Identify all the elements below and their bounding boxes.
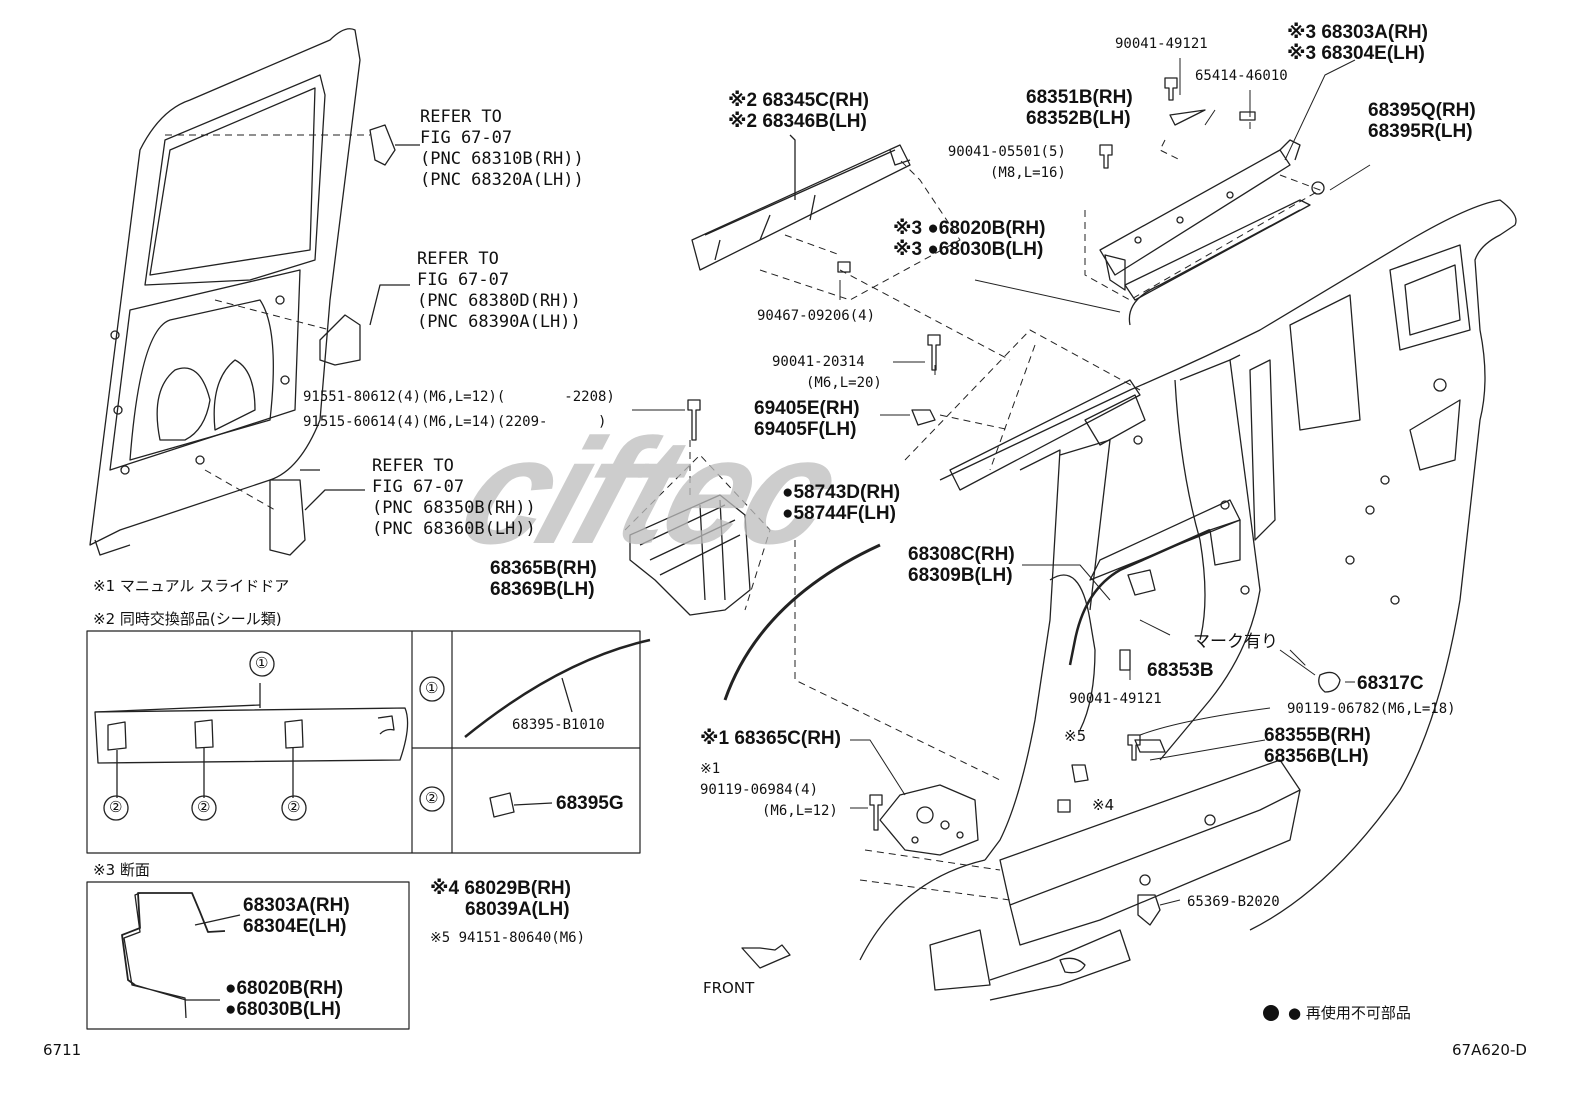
table-row-1-num: ① — [425, 679, 439, 697]
circle-num-2a: ② — [109, 798, 123, 816]
front-label: FRONT — [703, 979, 755, 997]
note-5: ※5 94151-80640(M6) — [430, 930, 586, 946]
front-arrow — [741, 944, 791, 969]
lower-bracket-drawing — [629, 494, 751, 616]
section-profile — [121, 892, 226, 986]
reuse-note: ● 再使用不可部品 — [1288, 1004, 1411, 1022]
part-label-68365b: 68365B(RH)68369B(LH) — [490, 558, 597, 600]
table-item-2: 68395G — [556, 793, 624, 814]
part-label-68303-top: ※3 68303A(RH)※3 68304E(LH) — [1287, 22, 1428, 64]
note-1: ※1 マニュアル スライドドア — [93, 577, 290, 595]
part-label-68353: 68353B — [1147, 660, 1214, 681]
part-label-68317: 68317C — [1357, 673, 1424, 694]
part-label-58743: ●58743D(RH)●58744F(LH) — [782, 482, 901, 524]
sliding-door-drawing — [89, 28, 361, 556]
part-label-91515: 91515-60614(4)(M6,L=14)(2209- ) — [303, 414, 607, 430]
circle-num-1: ① — [255, 654, 269, 672]
part-label-68395q: 68395Q(RH)68395R(LH) — [1368, 100, 1476, 142]
fastener-icons — [687, 77, 1341, 926]
part-label-90041-20314: 90041-20314(M6,L=20) — [772, 354, 882, 391]
note-2: ※2 同時交換部品(シール類) — [93, 610, 282, 628]
part-label-68355: 68355B(RH)68356B(LH) — [1264, 725, 1371, 767]
part-label-90041-05501: 90041-05501(5)(M8,L=16) — [947, 144, 1066, 181]
table-row-2-num: ② — [425, 789, 439, 807]
section-label-68303: 68303A(RH)68304E(LH) — [243, 895, 350, 937]
rocker-floor-drawing — [859, 759, 1301, 1001]
door-hinge-parts — [269, 124, 420, 556]
seal-detail-drawing — [94, 683, 409, 798]
note-4: ※4 68029B(RH)68039A(LH) — [430, 878, 571, 920]
part-label-68365c: ※1 68365C(RH) — [700, 728, 841, 749]
part-label-65369: 65369-B2020 — [1187, 894, 1280, 910]
upper-trim-drawing — [691, 144, 911, 271]
part-label-90041-49121-bottom: 90041-49121 — [1069, 691, 1162, 707]
part-label-68351: 68351B(RH)68352B(LH) — [1026, 87, 1133, 129]
part-label-90041-49121-top: 90041-49121 — [1115, 36, 1208, 52]
table-item-1: 68395-B1010 — [512, 717, 605, 733]
page-number: 6711 — [43, 1041, 82, 1059]
part-label-90467: 90467-09206(4) — [757, 308, 876, 324]
part-label-69405: 69405E(RH)69405F(LH) — [754, 398, 860, 440]
asterisk-4-marker: ※4 — [1092, 796, 1115, 814]
part-label-68020-top: ※3 ●68020B(RH)※3 ●68030B(LH) — [893, 218, 1046, 260]
mount-plate-drawing — [879, 784, 979, 856]
part-label-91551: 91551-80612(4)(M6,L=12)( -2208) — [303, 389, 615, 405]
not-reusable-dot-icon — [1263, 1005, 1279, 1021]
asterisk-5-marker: ※5 — [1064, 727, 1087, 745]
section-box-outline — [86, 881, 410, 1030]
note-3: ※3 断面 — [93, 861, 150, 879]
mark-note: マーク有り — [1193, 632, 1278, 652]
part-label-68308: 68308C(RH)68309B(LH) — [908, 544, 1015, 586]
part-label-68345: ※2 68345C(RH)※2 68346B(LH) — [728, 90, 869, 132]
part-label-90119-06782: 90119-06782(M6,L=18) — [1287, 701, 1456, 717]
circle-num-2c: ② — [287, 798, 301, 816]
body-side-drawing — [939, 199, 1517, 931]
detail-box-outline — [86, 630, 641, 854]
circle-num-2b: ② — [197, 798, 211, 816]
roof-rail-drawing — [1099, 139, 1311, 301]
part-label-65414: 65414-46010 — [1195, 68, 1288, 84]
section-label-68020: ●68020B(RH)●68030B(LH) — [225, 978, 344, 1020]
figure-code: 67A620-D — [1452, 1041, 1527, 1059]
